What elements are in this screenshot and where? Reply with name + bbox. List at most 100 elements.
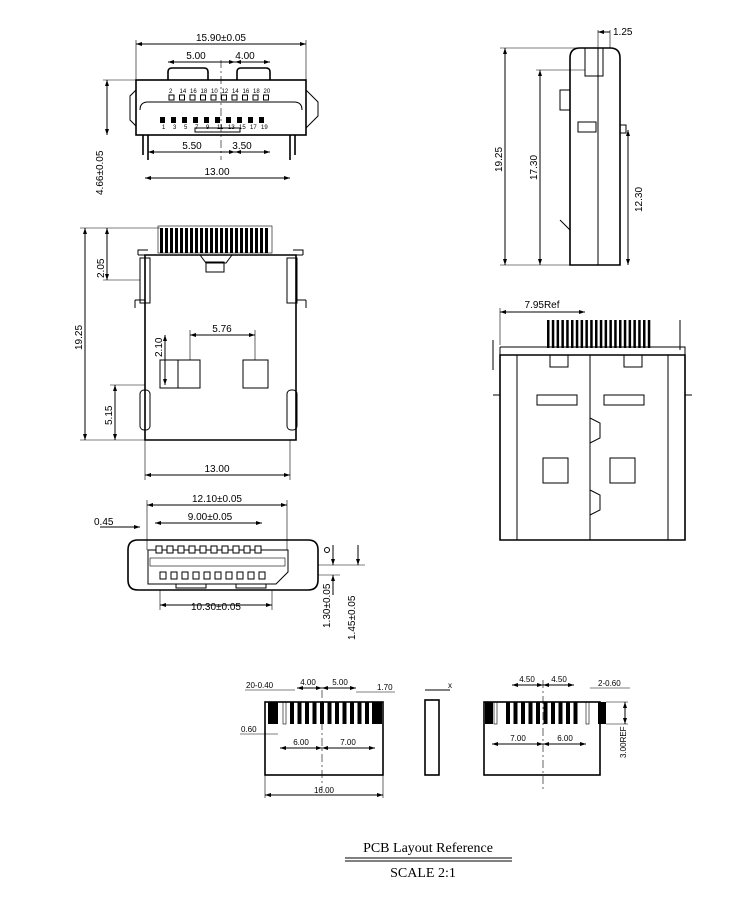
- pcb-footprint-right: 4.50 4.50 2-0.60 7.00 6.00 3.00REF: [483, 675, 630, 790]
- top-view: 19.25 2.05 2.10 5.76 5.15 13.00: [74, 225, 307, 480]
- contact: [188, 545, 196, 554]
- pin: [551, 320, 555, 348]
- dim-pads-left: 20-0.40: [246, 681, 274, 690]
- pin: [160, 228, 163, 253]
- pcb-pad: [528, 702, 533, 724]
- pcb-footprint-left: 20-0.40 4.00 5.00 1.70 0.60 6.00 7.00 16…: [240, 678, 395, 798]
- pcb-pad-outline: [493, 701, 498, 725]
- side-view: 1.25 19.25 17.30 12.30: [494, 27, 645, 266]
- dim-outer-width: 12.10±0.05: [192, 494, 242, 505]
- pcb-pad: [312, 702, 317, 724]
- pin-label: 10: [211, 89, 218, 95]
- pin-label: 20: [264, 89, 271, 95]
- dim-offset: 0.45: [94, 517, 114, 528]
- dim-height-a: 1.30±0.05: [322, 583, 333, 628]
- pcb-pad: [543, 702, 548, 724]
- pin-outline: [157, 225, 273, 254]
- pin: [590, 320, 593, 348]
- dim-top-length: 19.25: [74, 325, 85, 350]
- contact: [243, 545, 251, 554]
- dim-left-d6: 7.00: [340, 738, 356, 747]
- dim-leg-span: 13.00: [204, 167, 229, 178]
- pin-label: 5: [184, 125, 188, 131]
- contact: [214, 571, 222, 580]
- title-block: PCB Layout Reference SCALE 2:1: [345, 841, 512, 881]
- pin-pad: [204, 117, 209, 123]
- pin-pad: [221, 94, 227, 101]
- pin: [205, 228, 208, 253]
- pin-label: 14: [180, 89, 187, 95]
- dim-leg-right: 3.50: [232, 141, 252, 152]
- pin: [210, 228, 213, 253]
- pin: [575, 320, 579, 348]
- contact: [181, 571, 189, 580]
- dim-overall-width: 15.90±0.05: [196, 33, 246, 44]
- pin-label: 11: [217, 125, 224, 131]
- pin: [250, 228, 253, 253]
- contact: [236, 571, 244, 580]
- dim-tab-left: 5.00: [186, 51, 206, 62]
- pin: [619, 320, 622, 348]
- dim-ref-width: 7.95Ref: [524, 300, 559, 311]
- pcb-pad: [566, 702, 570, 724]
- contact: [155, 545, 163, 554]
- contact: [232, 545, 240, 554]
- dim-right-d4: 6.00: [557, 734, 573, 743]
- pin-label: 15: [239, 125, 246, 131]
- dim-left-d2: 5.00: [332, 678, 348, 687]
- pin-pad: [242, 94, 248, 101]
- face-view: 12.10±0.05 9.00±0.05 10.30±0.05 0.45 1.3…: [94, 494, 365, 640]
- pcb-pad: [558, 702, 563, 724]
- pcb-pad-outline: [585, 701, 590, 725]
- contact: [192, 571, 200, 580]
- dim-pitch-span: 9.00±0.05: [188, 512, 233, 523]
- pin: [190, 228, 193, 253]
- pin-pad: [237, 117, 242, 123]
- dim-pad-spacing: 5.76: [212, 324, 232, 335]
- pin: [647, 320, 651, 348]
- bottom-view: 7.95Ref: [492, 300, 692, 541]
- dim-left-d4: 0.60: [241, 725, 257, 734]
- pin: [623, 320, 627, 348]
- pin-label: 18: [253, 89, 260, 95]
- pin-label: 12: [222, 89, 229, 95]
- pin-label: 7: [195, 125, 199, 131]
- pin-label: 16: [243, 89, 250, 95]
- pin-pad: [200, 94, 206, 101]
- pin: [175, 228, 178, 253]
- contact: [210, 545, 218, 554]
- dim-leg-left: 5.50: [182, 141, 202, 152]
- pin-pad: [171, 117, 176, 123]
- pin-pad: [168, 94, 175, 101]
- pin-pad: [259, 117, 264, 123]
- pin-label: 17: [250, 125, 257, 131]
- contact: [177, 545, 185, 554]
- pin: [561, 320, 564, 348]
- pin: [571, 320, 574, 348]
- tongue: [149, 557, 286, 567]
- pin: [235, 228, 238, 253]
- pin: [260, 228, 263, 253]
- pcb-pad: [365, 702, 369, 724]
- contact: [254, 545, 262, 554]
- pcb-side-view: x: [424, 681, 452, 776]
- pin: [628, 320, 632, 348]
- dim-height: 4.66±0.05: [95, 150, 106, 195]
- dim-length-a: 17.30: [529, 155, 540, 180]
- pin: [220, 228, 223, 253]
- pin: [643, 320, 646, 348]
- pcb-pad: [506, 702, 510, 724]
- pcb-pad: [350, 702, 354, 724]
- contact: [258, 571, 266, 580]
- dim-height-b: 1.45±0.05: [347, 595, 358, 640]
- pin-pad: [189, 94, 196, 101]
- dim-top-width: 13.00: [204, 464, 229, 475]
- pin-pad: [231, 94, 238, 101]
- pin: [200, 228, 203, 253]
- pin-label: 13: [228, 125, 235, 131]
- pcb-pad: [335, 702, 339, 724]
- pin-label: 19: [261, 125, 268, 131]
- pin-pad: [193, 117, 198, 123]
- pcb-pad: [327, 702, 332, 724]
